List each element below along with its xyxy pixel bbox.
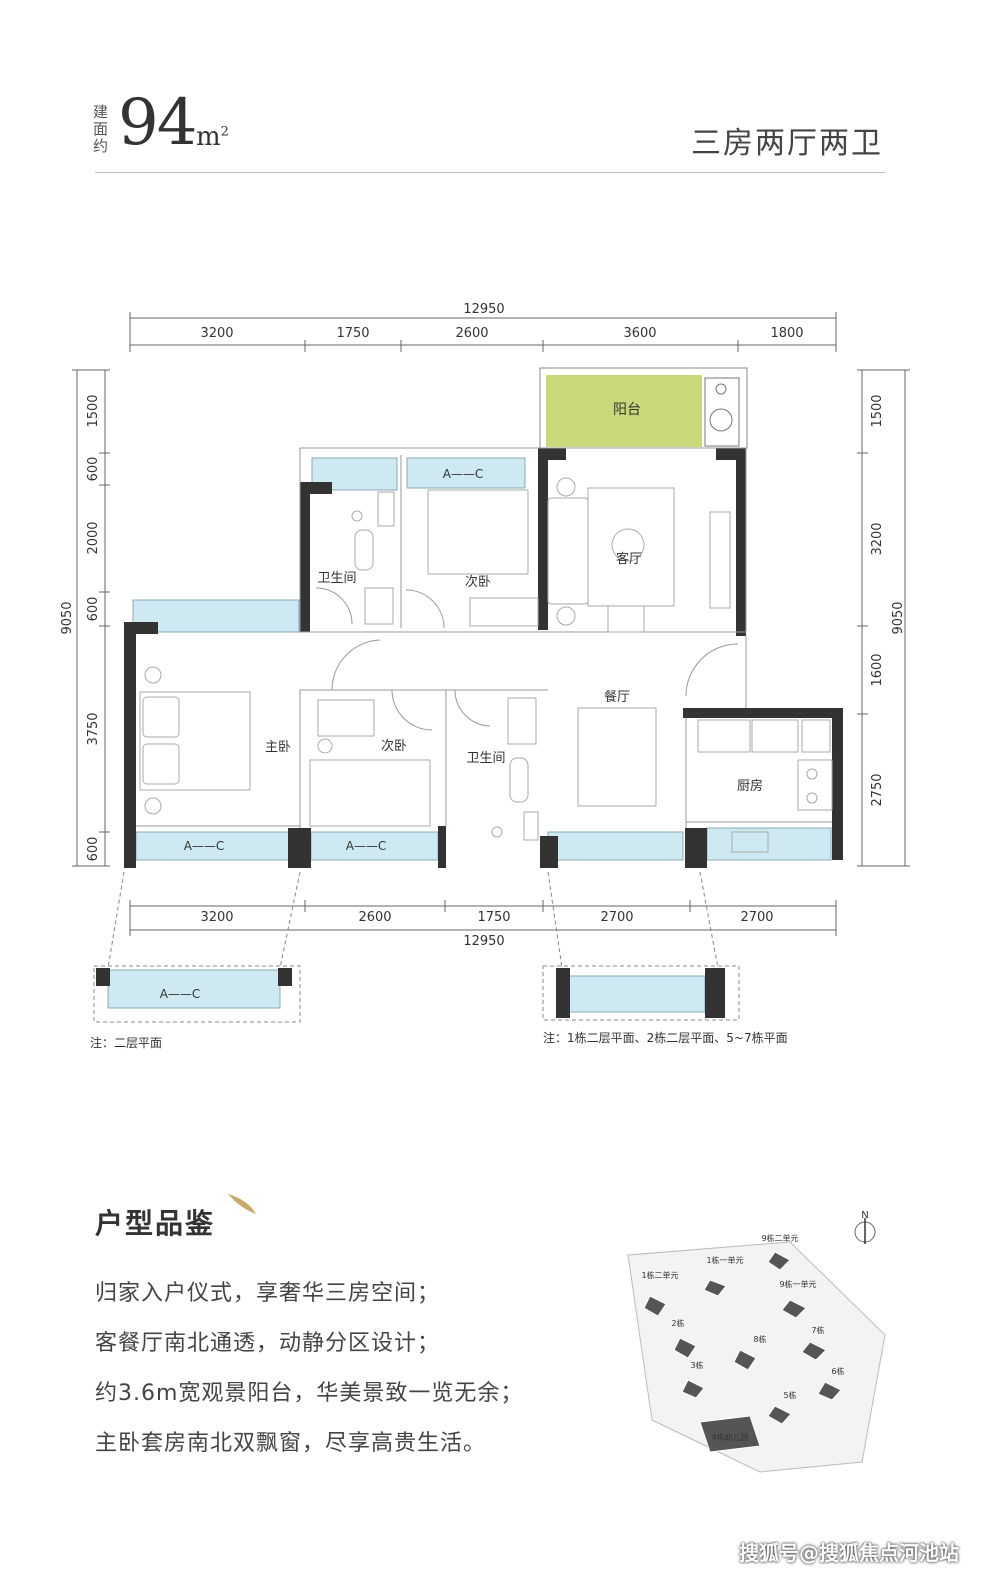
feature-item: 客餐厅南北通透，动静分区设计； (95, 1331, 441, 1356)
window (547, 831, 684, 861)
area-label-char: 约 (93, 137, 109, 155)
dim-left: 600 (86, 837, 101, 862)
inset-left: A——C (93, 965, 301, 1023)
dim-top-total: 12950 (463, 302, 504, 317)
site-boundary (627, 1241, 886, 1473)
floor-plan: 12950 3200 1750 2600 3600 1800 9050 1500… (60, 302, 910, 1050)
dim-top: 3600 (623, 326, 656, 341)
room-label-bed3: 次卧 (381, 738, 407, 754)
building-label: 4栋幼儿园 (711, 1432, 748, 1442)
area-label: 建 面 约 (93, 104, 115, 155)
washer-icon (704, 377, 740, 447)
section-title: 户型品鉴 (95, 1207, 216, 1240)
dim-left: 600 (86, 597, 101, 622)
dim-left: 2000 (86, 521, 101, 554)
furniture (139, 477, 833, 853)
room-label-bed2: 次卧 (465, 574, 491, 590)
dim-right-total: 9050 (891, 601, 906, 634)
dim-bottom: 2700 (740, 910, 773, 925)
dim-top: 1750 (336, 326, 369, 341)
header-divider (95, 172, 885, 173)
window (310, 831, 439, 861)
room-label-master: 主卧 (265, 740, 291, 755)
window-label: A——C (443, 467, 484, 481)
moon-icon (228, 1194, 256, 1214)
north-label: N (861, 1210, 868, 1221)
area-unit: m2 (196, 122, 229, 152)
dim-right: 2750 (870, 773, 885, 806)
inset-right (542, 965, 740, 1021)
layout-type: 三房两厅两卫 (691, 126, 883, 161)
dim-bottom: 1750 (477, 910, 510, 925)
building-label: 6栋 (831, 1366, 844, 1376)
building-label: 2栋 (671, 1318, 684, 1328)
window-label: A——C (160, 987, 201, 1001)
building-label: 3栋 (690, 1360, 703, 1370)
building-label: 7栋 (811, 1325, 824, 1335)
area-label-char: 建 (93, 103, 109, 121)
dim-bottom: 2700 (600, 910, 633, 925)
dim-left: 1500 (86, 394, 101, 427)
dim-top: 3200 (200, 326, 233, 341)
window (132, 599, 300, 633)
dimension-right (857, 369, 910, 867)
window-label: A——C (184, 839, 225, 853)
window (706, 827, 832, 861)
feature-item: 主卧套房南北双飘窗，尽享高贵生活。 (95, 1431, 487, 1456)
dim-bottom: 3200 (200, 910, 233, 925)
dim-top: 1800 (770, 326, 803, 341)
dim-bottom-total: 12950 (463, 934, 504, 949)
area-value: 94 (118, 86, 197, 160)
room-label-living: 客厅 (616, 551, 642, 567)
dim-right: 1500 (870, 394, 885, 427)
dim-bottom: 2600 (358, 910, 391, 925)
building-label: 8栋 (753, 1334, 766, 1344)
watermark: 搜狐号@搜狐焦点河池站 (739, 1541, 959, 1565)
note-right: 注：1栋二层平面、2栋二层平面、5~7栋平面 (543, 1030, 788, 1045)
room-label-bath1: 卫生间 (317, 571, 356, 586)
dim-right: 1600 (870, 653, 885, 686)
room-label-dining: 餐厅 (604, 689, 630, 705)
building-label: 9栋二单元 (761, 1233, 798, 1243)
dim-top: 2600 (455, 326, 488, 341)
building-label: 1栋一单元 (706, 1255, 743, 1265)
building-label: 1栋二单元 (641, 1270, 678, 1280)
walls (124, 448, 843, 868)
north-indicator: N (854, 1210, 876, 1244)
feature-item: 约3.6m宽观景阳台，华美景致一览无余； (95, 1381, 524, 1406)
dim-right: 3200 (870, 522, 885, 555)
dimension-top (129, 312, 837, 352)
dim-left: 3750 (86, 712, 101, 745)
dim-left-total: 9050 (60, 601, 75, 634)
window-label: A——C (346, 839, 387, 853)
feature-item: 归家入户仪式，享奢华三房空间； (95, 1281, 441, 1306)
room-label-bath2: 卫生间 (466, 751, 505, 766)
note-left: 注：二层平面 (90, 1035, 162, 1050)
window (406, 457, 526, 489)
balcony-area (546, 375, 702, 447)
dim-left: 600 (86, 457, 101, 482)
site-map: N 9栋二单元 1栋一单元 1栋二单元 9栋一单元 2栋 8栋 7栋 3栋 6栋… (627, 1210, 886, 1473)
dimension-bottom (129, 900, 837, 936)
dimension-left (72, 369, 110, 867)
room-label-kitchen: 厨房 (737, 778, 763, 794)
building-label: 5栋 (783, 1390, 796, 1400)
area-label-char: 面 (93, 120, 109, 138)
room-label-balcony: 阳台 (613, 402, 641, 418)
building-label: 9栋一单元 (779, 1279, 816, 1289)
